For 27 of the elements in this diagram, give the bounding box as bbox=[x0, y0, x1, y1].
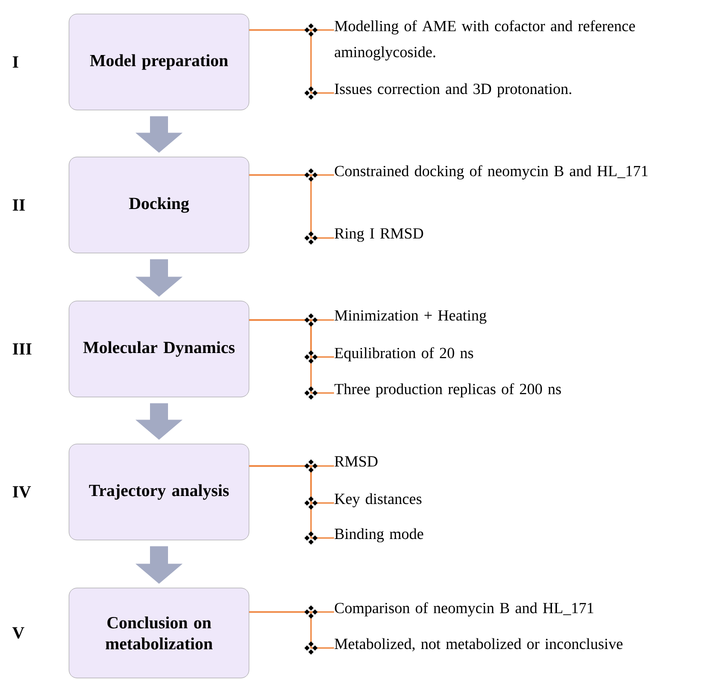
bullet-text: Ring I RMSD bbox=[334, 228, 424, 242]
bracket-line bbox=[249, 465, 334, 539]
bracket-line bbox=[249, 319, 334, 394]
bullet-text: Modelling of AME with cofactor and reference aminoglycoside. bbox=[334, 20, 635, 60]
bullet-text: Minimization + Heating bbox=[334, 310, 486, 324]
bullet-text: Constrained docking of neomycin B and HL_171 bbox=[334, 165, 648, 180]
bullet-text: Three production replicas of 200 ns bbox=[334, 383, 561, 398]
bracket-line bbox=[249, 29, 334, 94]
bullet-text: Metabolized, not metabolized or inconclusive bbox=[334, 638, 622, 652]
process-box: Molecular Dynamics bbox=[68, 300, 250, 398]
bullet-text: Equilibration of 20 ns bbox=[334, 347, 474, 362]
step-numeral: IV bbox=[12, 486, 31, 498]
process-box: Conclusion on metabolization bbox=[68, 588, 250, 678]
process-box: Model preparation bbox=[68, 14, 250, 110]
bullet-text: Comparison of neomycin B and HL_171 bbox=[334, 602, 594, 616]
bullet-text: RMSD bbox=[334, 456, 378, 467]
bullet-text: Binding mode bbox=[334, 528, 424, 542]
step-numeral: II bbox=[12, 199, 25, 211]
bracket-line bbox=[249, 611, 334, 649]
bullet-text: Key distances bbox=[334, 493, 422, 508]
step-numeral: III bbox=[12, 343, 32, 355]
bracket-line bbox=[249, 174, 334, 239]
process-box: Trajectory analysis bbox=[68, 444, 250, 540]
step-numeral: I bbox=[12, 56, 18, 68]
step-numeral: V bbox=[12, 627, 24, 639]
process-box: Docking bbox=[68, 156, 250, 254]
bullet-text: Issues correction and 3D protonation. bbox=[334, 83, 572, 98]
